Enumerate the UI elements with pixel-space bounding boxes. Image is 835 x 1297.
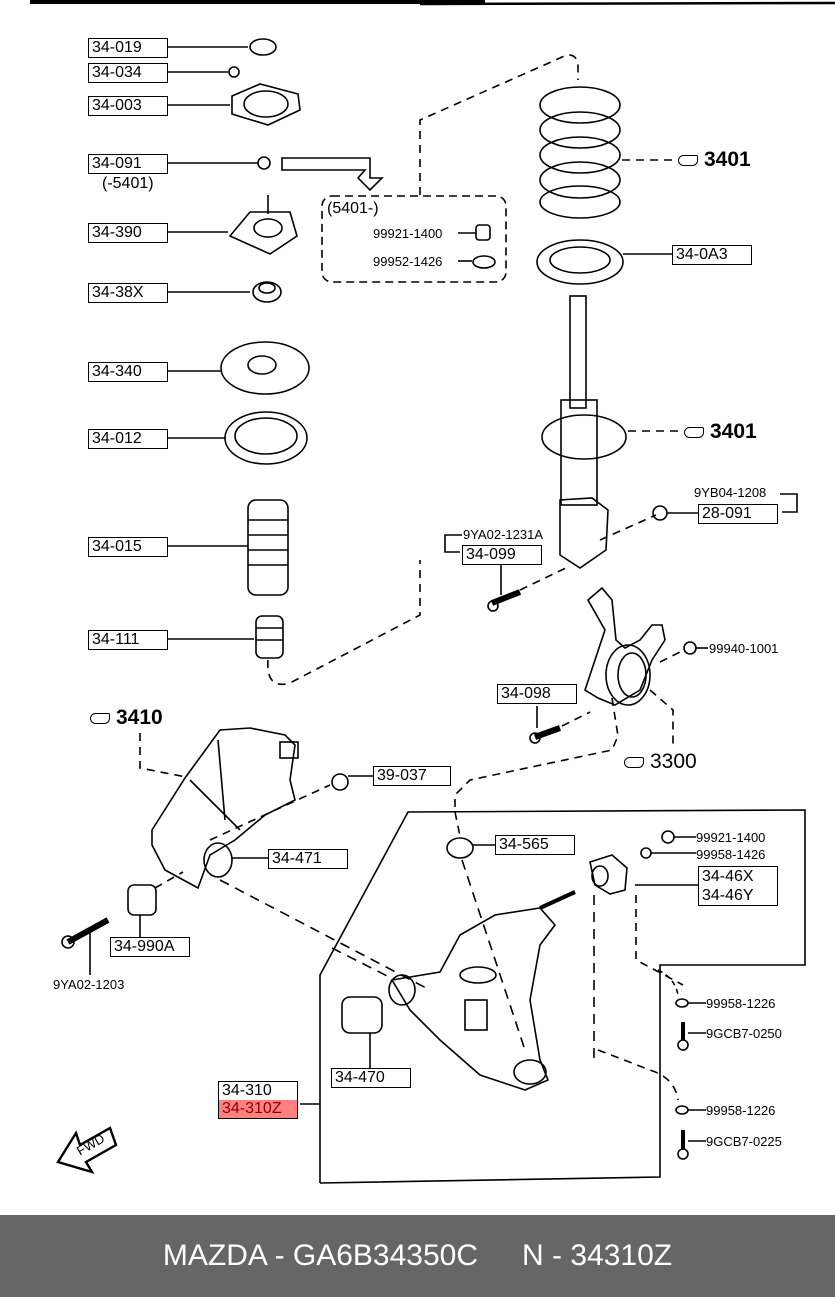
crossmember-icon [151, 727, 299, 890]
reference-3401-strut[interactable]: 3401 [684, 420, 757, 444]
pointing-hand-icon [678, 154, 698, 166]
arrow-indicator-icon [281, 157, 384, 192]
parts-diagram: 34-019 34-034 34-003 34-091 (-5401) 34-3… [30, 0, 835, 1184]
front-bushing-icon [341, 996, 383, 1034]
bolt-icon [61, 935, 75, 949]
footer-bar: MAZDA - GA6B34350C N - 34310Z [0, 1215, 835, 1297]
bushing-icon [127, 884, 157, 916]
part-label-34-098[interactable]: 34-098 [497, 684, 577, 704]
nut-icon [257, 156, 271, 170]
part-number-99921-1400[interactable]: 99921-1400 [696, 830, 766, 845]
part-label-34-034[interactable]: 34-034 [88, 63, 168, 83]
part-label-34-46Y[interactable]: 34-46Y [702, 887, 754, 904]
cap-icon [249, 38, 277, 56]
fwd-arrow-icon [56, 1126, 118, 1175]
part-label-34-310Z-highlighted[interactable]: 34-310Z [218, 1100, 298, 1119]
part-number-99958-1226[interactable]: 99958-1226 [706, 996, 776, 1011]
pointing-hand-icon [90, 712, 110, 724]
part-label-34-0A3[interactable]: 34-0A3 [672, 245, 752, 265]
part-label-34-471[interactable]: 34-471 [268, 849, 348, 869]
footer-brand-part-number: MAZDA - GA6B34350C [162, 1239, 479, 1272]
bolt-icon [677, 1148, 689, 1160]
part-number-99958-1226-b[interactable]: 99958-1226 [706, 1103, 776, 1118]
diagram-artwork [30, 0, 835, 1184]
nut-icon [661, 830, 675, 844]
part-number-9GCB7-0250[interactable]: 9GCB7-0250 [706, 1026, 782, 1041]
nut-icon [228, 66, 240, 78]
coil-spring-icon [539, 86, 621, 219]
part-label-28-091[interactable]: 28-091 [698, 504, 778, 524]
footer-oem-part-number: N - 34310Z [522, 1239, 673, 1272]
bushing-icon [589, 854, 628, 895]
part-label-34-099[interactable]: 34-099 [462, 545, 542, 565]
part-label-34-111[interactable]: 34-111 [88, 630, 168, 650]
washer-icon [675, 998, 689, 1008]
part-note-34-091: (-5401) [102, 175, 154, 192]
part-label-34-38X[interactable]: 34-38X [88, 283, 168, 303]
bolt-icon [677, 1039, 689, 1051]
part-label-34-003[interactable]: 34-003 [88, 96, 168, 116]
strut-icon [541, 295, 627, 569]
spring-seat-icon [220, 341, 310, 395]
part-label-34-310-group: 34-310 34-310Z [218, 1081, 298, 1119]
part-label-34-470[interactable]: 34-470 [331, 1068, 411, 1088]
nut-icon [331, 773, 349, 791]
part-number-9YB04-1208[interactable]: 9YB04-1208 [694, 485, 767, 500]
reference-3300[interactable]: 3300 [624, 750, 697, 774]
part-number-99952-1426[interactable]: 99952-1426 [373, 254, 443, 269]
bearing-icon [224, 411, 308, 465]
bolt-icon [487, 600, 499, 612]
strut-mount-icon [228, 211, 298, 255]
washer-icon [675, 1105, 689, 1115]
bushing-icon [203, 842, 233, 878]
washer-icon [640, 847, 652, 859]
part-label-34-46X[interactable]: 34-46X [702, 868, 754, 885]
control-arm-frame [319, 809, 806, 1184]
part-label-34-565[interactable]: 34-565 [495, 835, 575, 855]
nut-icon [683, 641, 697, 655]
part-label-34-990A[interactable]: 34-990A [110, 937, 190, 957]
part-number-9YA02-1231A[interactable]: 9YA02-1231A [463, 527, 543, 542]
part-label-34-091[interactable]: 34-091 [88, 154, 168, 174]
knuckle-icon [584, 586, 666, 706]
part-number-9YA02-1203[interactable]: 9YA02-1203 [53, 977, 125, 992]
dashed-group-box [321, 195, 507, 283]
bushing-icon [252, 281, 282, 303]
pointing-hand-icon [624, 756, 644, 768]
spring-seat-lower-icon [536, 239, 624, 285]
gasket-icon [231, 83, 301, 126]
reference-3401-spring[interactable]: 3401 [678, 148, 751, 172]
part-number-99921-1400[interactable]: 99921-1400 [373, 226, 443, 241]
pointing-hand-icon [684, 426, 704, 438]
bolt-icon [529, 732, 541, 744]
part-number-9GCB7-0225[interactable]: 9GCB7-0225 [706, 1134, 782, 1149]
part-label-34-340[interactable]: 34-340 [88, 362, 168, 382]
part-label-34-390[interactable]: 34-390 [88, 223, 168, 243]
part-label-34-012[interactable]: 34-012 [88, 429, 168, 449]
lower-control-arm-icon [388, 890, 576, 1091]
bump-stop-icon [255, 615, 284, 659]
part-number-99940-1001[interactable]: 99940-1001 [709, 641, 779, 656]
part-label-34-46X-34-46Y[interactable]: 34-46X 34-46Y [698, 866, 778, 906]
reference-3410[interactable]: 3410 [90, 706, 163, 730]
part-number-99958-1426[interactable]: 99958-1426 [696, 847, 766, 862]
part-label-39-037[interactable]: 39-037 [373, 766, 451, 786]
dashed-group-title: (5401-) [327, 200, 379, 217]
part-label-34-310[interactable]: 34-310 [218, 1081, 298, 1100]
nut-icon [652, 505, 668, 521]
part-label-34-019[interactable]: 34-019 [88, 38, 168, 58]
part-label-34-015[interactable]: 34-015 [88, 537, 168, 557]
dust-boot-icon [247, 499, 289, 596]
balljoint-boot-icon [446, 837, 474, 859]
